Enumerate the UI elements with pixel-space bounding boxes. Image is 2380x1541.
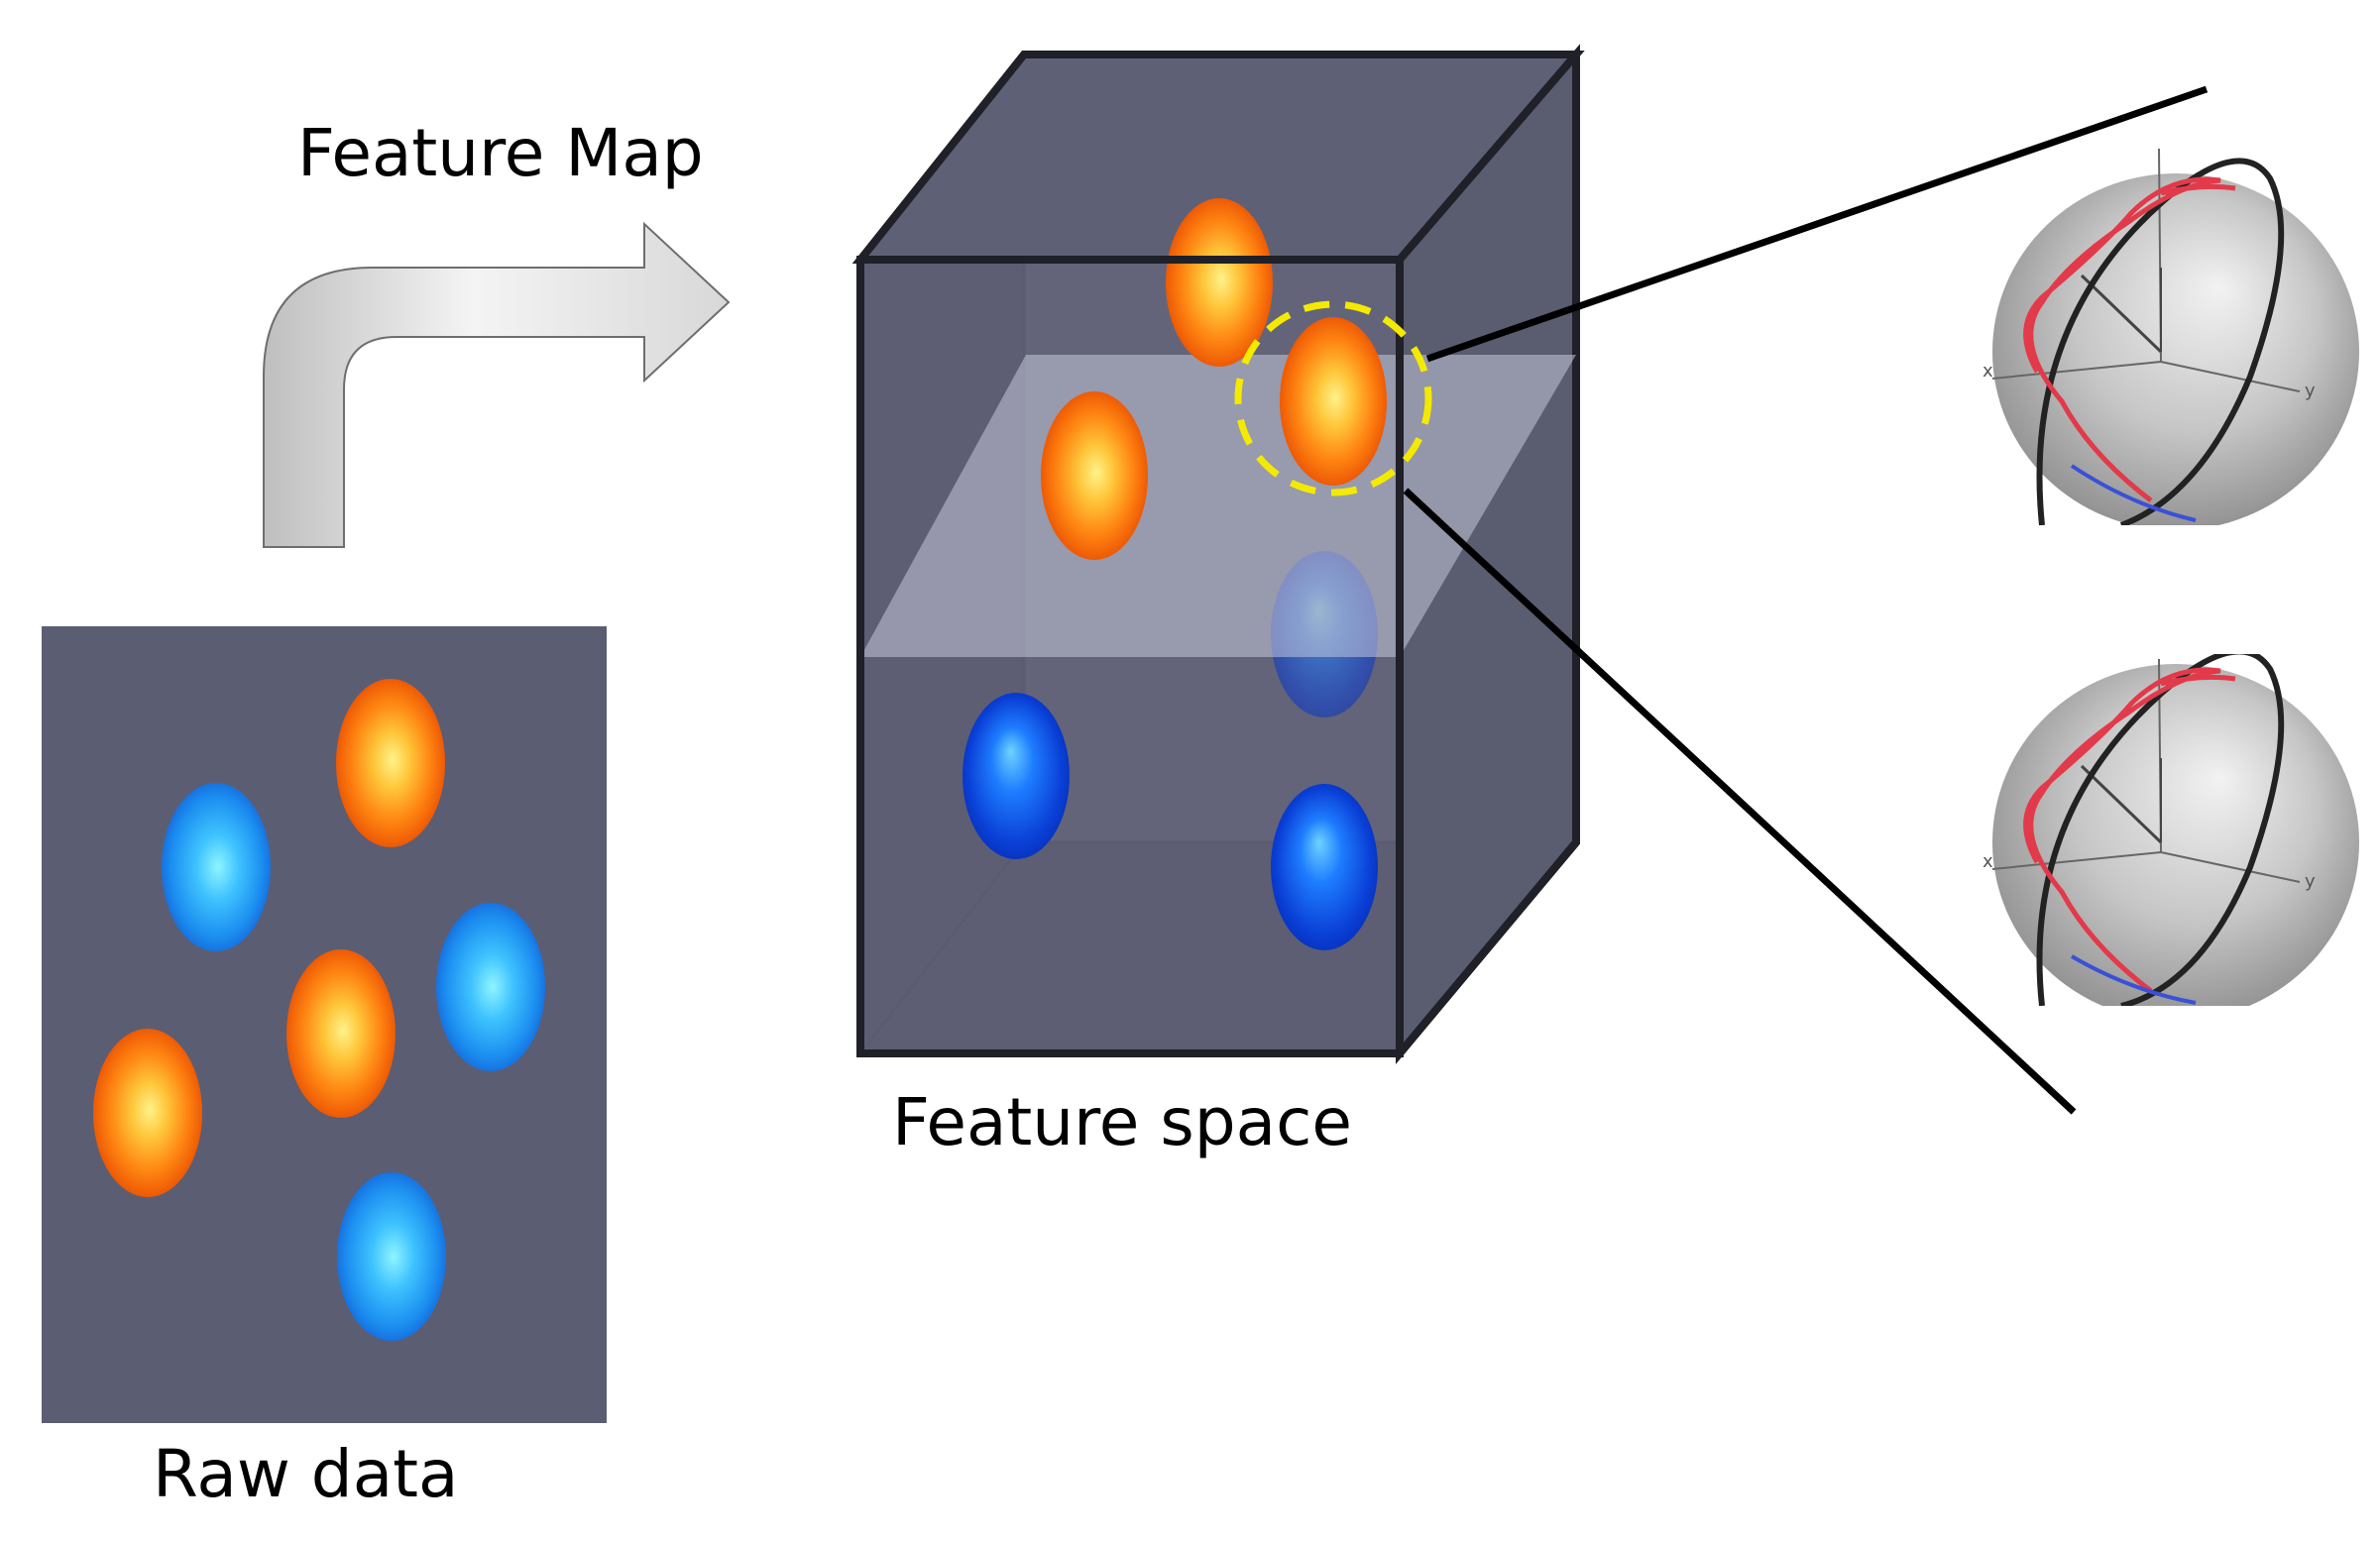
bloch-sphere-icon: x y: [1983, 149, 2359, 525]
feature-orange-sphere: [1041, 391, 1148, 560]
axis-label-x: x: [1983, 851, 1993, 872]
zoom-line-top: [1425, 85, 2209, 363]
axis-label-x: x: [1983, 361, 1993, 382]
raw-blue-sphere: [436, 903, 545, 1071]
raw-data-label: Raw data: [153, 1436, 459, 1512]
axis-label-y: y: [2305, 381, 2316, 401]
raw-orange-sphere: [336, 679, 445, 847]
feature-blue-sphere: [1271, 784, 1378, 950]
feature-orange-sphere: [1166, 198, 1273, 367]
feature-orange-sphere-highlighted: [1280, 317, 1387, 486]
feature-space-label: Feature space: [892, 1084, 1352, 1160]
feature-blue-sphere: [963, 693, 1070, 859]
feature-space-box: [851, 44, 1585, 1065]
zoom-line-bottom: [1403, 488, 2077, 1115]
highlight-ring: [1234, 300, 1432, 496]
raw-data-panel: [42, 626, 607, 1423]
raw-orange-sphere: [286, 949, 396, 1118]
raw-blue-sphere: [337, 1172, 446, 1341]
raw-blue-sphere: [162, 783, 271, 951]
axis-label-y: y: [2305, 871, 2316, 892]
bloch-sphere-icon: x y: [1983, 654, 2359, 1006]
feature-map-label: Feature Map: [297, 115, 704, 191]
raw-orange-sphere: [93, 1029, 202, 1197]
curved-arrow-icon: [263, 221, 731, 548]
